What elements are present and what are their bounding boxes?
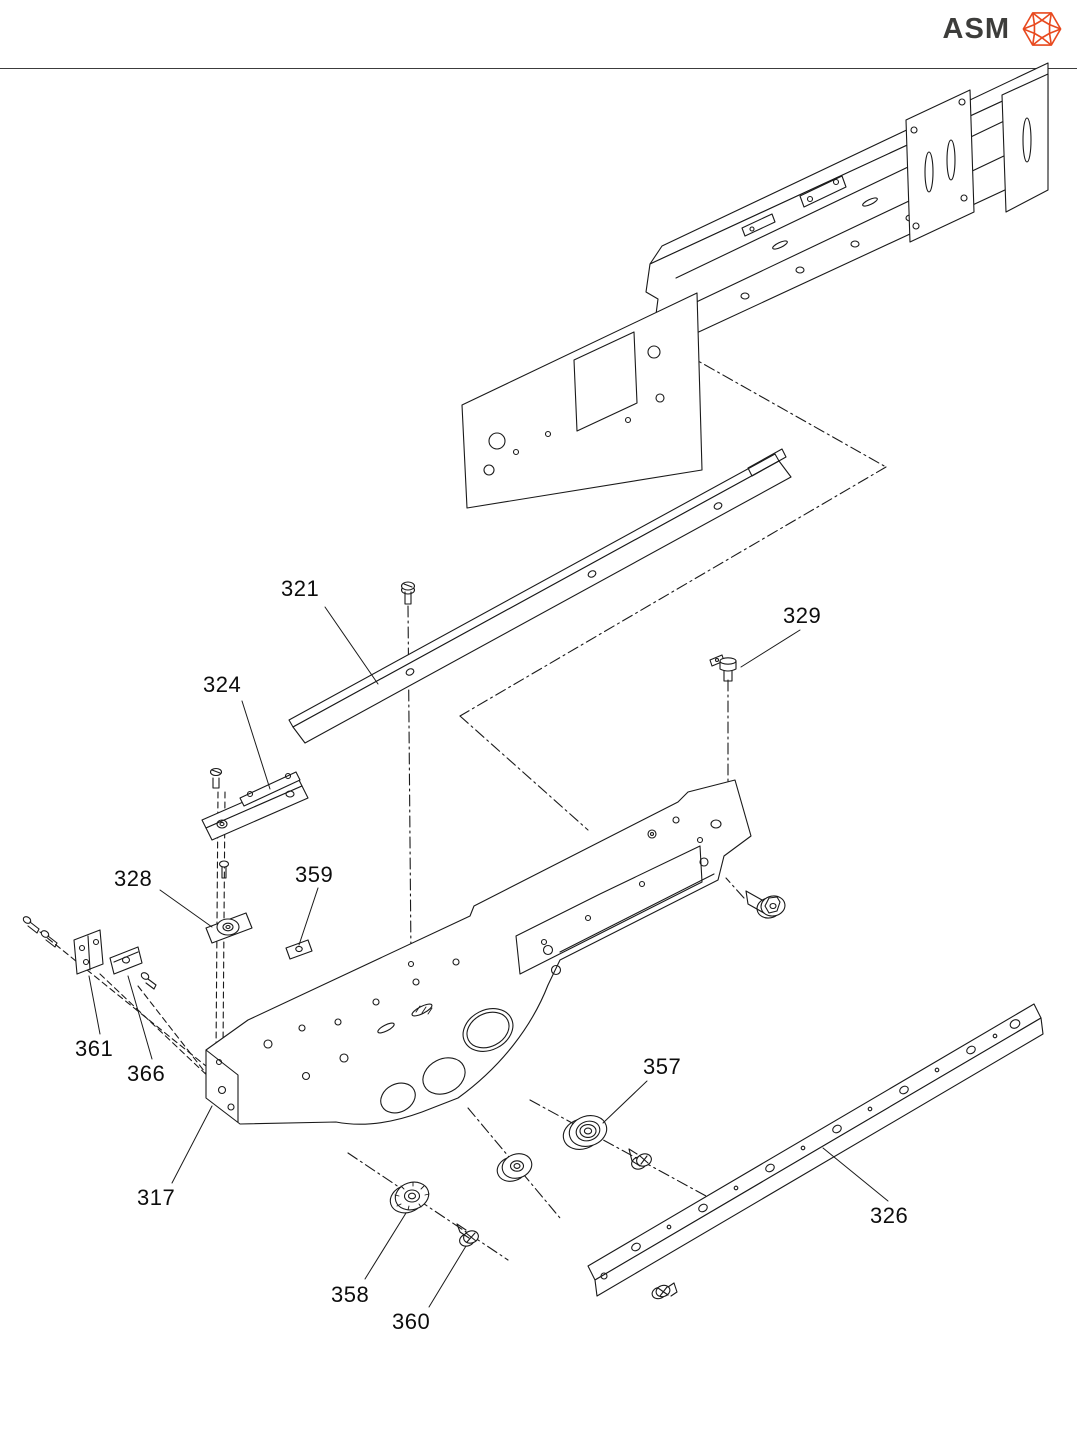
- screw-326-end: [651, 1282, 678, 1300]
- callout-360: 360: [392, 1309, 431, 1334]
- asm-logo-text: ASM: [942, 13, 1010, 45]
- screw-357-axis: [628, 1148, 652, 1170]
- callout-leader-lines: [88, 606, 889, 1308]
- callout-321: 321: [281, 576, 320, 601]
- part-324-guide-block: [201, 771, 309, 841]
- hexagon-wireframe-globe-icon: [1022, 12, 1062, 46]
- part-328-clamp: [205, 912, 253, 944]
- callout-326: 326: [870, 1203, 909, 1228]
- callout-328: 328: [114, 866, 153, 891]
- callout-366: 366: [127, 1061, 166, 1086]
- callout-359: 359: [295, 862, 334, 887]
- washer-middle: [496, 1153, 533, 1182]
- page-header: ASM: [0, 0, 1077, 69]
- callout-329: 329: [783, 603, 822, 628]
- part-359-plate: [285, 939, 313, 960]
- part-top-rail-assembly: [461, 62, 1049, 509]
- part-358-knurled-roller: [389, 1181, 430, 1214]
- screw-above-321: [400, 581, 416, 605]
- callout-317: 317: [137, 1185, 176, 1210]
- part-357-washer: [562, 1115, 608, 1150]
- screw-above-324: [209, 767, 223, 789]
- callout-324: 324: [203, 672, 242, 697]
- part-317-main-frame: [205, 779, 752, 1125]
- part-326-bottom-rail: [587, 1003, 1044, 1297]
- hex-socket-bolt: [745, 890, 786, 919]
- part-329-screw: [709, 654, 737, 682]
- part-361-bracket: [22, 916, 104, 975]
- part-360-screw: [456, 1223, 479, 1247]
- callout-361: 361: [75, 1036, 114, 1061]
- small-screw-328-axis: [218, 860, 230, 879]
- callout-357: 357: [643, 1054, 682, 1079]
- part-321-slide-bar: [288, 448, 792, 744]
- part-366-block: [109, 946, 157, 990]
- projection-lines: [39, 343, 887, 1261]
- callout-358: 358: [331, 1282, 370, 1307]
- asm-logo: ASM: [943, 6, 1065, 52]
